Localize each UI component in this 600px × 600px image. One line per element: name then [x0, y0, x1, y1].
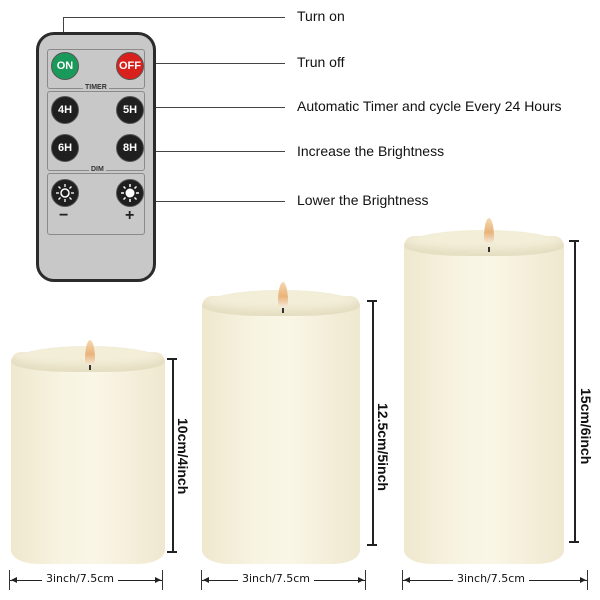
timer-5h-button[interactable]: 5H	[116, 96, 144, 124]
height-label-large: 15cm/6inch	[578, 388, 594, 465]
callout-lower-brightness: Lower the Brightness	[297, 192, 429, 208]
arrow-left-icon	[203, 577, 209, 583]
leader-timer	[140, 107, 285, 108]
off-button[interactable]: OFF	[116, 52, 144, 80]
width-tick-left	[402, 570, 403, 590]
brightness-high-icon	[121, 184, 139, 202]
height-cap-top	[367, 300, 377, 302]
flame-icon	[278, 282, 288, 308]
callout-turn-off: Trun off	[297, 54, 345, 70]
wick	[282, 308, 284, 313]
height-cap-top	[569, 240, 579, 242]
timer-4h-button[interactable]: 4H	[51, 96, 79, 124]
width-tick-right	[365, 570, 366, 590]
wick	[488, 247, 490, 252]
height-marker-small	[172, 358, 174, 552]
leader-off	[140, 63, 285, 64]
height-marker-large	[574, 240, 576, 542]
timer-6h-button[interactable]: 6H	[51, 134, 79, 162]
flame-icon	[484, 218, 494, 244]
callout-turn-on: Turn on	[297, 8, 345, 24]
candle-large	[404, 218, 564, 564]
minus-sign: −	[59, 207, 69, 224]
brightness-low-icon	[56, 184, 74, 202]
arrow-left-icon	[404, 577, 410, 583]
dim-label: DIM	[89, 166, 106, 173]
callout-increase-brightness: Increase the Brightness	[297, 143, 445, 159]
dim-panel	[47, 173, 145, 235]
width-tick-left	[9, 570, 10, 590]
arrow-right-icon	[580, 577, 586, 583]
timer-label: TIMER	[83, 84, 109, 91]
leader-increase	[140, 151, 285, 152]
width-tick-right	[162, 570, 163, 590]
arrow-right-icon	[358, 577, 364, 583]
plus-sign: +	[125, 207, 135, 224]
width-tick-right	[587, 570, 588, 590]
width-label-large: 3inch/7.5cm	[453, 572, 530, 585]
width-label-small: 3inch/7.5cm	[42, 572, 119, 585]
height-cap-top	[167, 358, 177, 360]
dim-minus-button[interactable]	[51, 179, 79, 207]
candle-medium	[202, 282, 360, 564]
dim-plus-button[interactable]	[116, 179, 144, 207]
wick	[89, 365, 91, 370]
height-cap-bottom	[569, 541, 579, 543]
remote-control: ON OFF TIMER 4H 5H 6H 8H DIM − +	[36, 32, 156, 282]
callout-timer: Automatic Timer and cycle Every 24 Hours	[297, 98, 562, 114]
leader-on	[63, 17, 285, 18]
leader-lower	[63, 201, 285, 202]
width-label-medium: 3inch/7.5cm	[238, 572, 315, 585]
flame-icon	[85, 340, 95, 366]
width-tick-left	[201, 570, 202, 590]
height-marker-medium	[372, 300, 374, 545]
height-label-medium: 12.5cm/5inch	[375, 403, 391, 491]
height-cap-bottom	[367, 544, 377, 546]
on-button[interactable]: ON	[51, 52, 79, 80]
candle-small	[11, 340, 165, 564]
height-label-small: 10cm/4inch	[175, 418, 191, 495]
arrow-left-icon	[11, 577, 17, 583]
timer-8h-button[interactable]: 8H	[116, 134, 144, 162]
height-cap-bottom	[167, 551, 177, 553]
arrow-right-icon	[155, 577, 161, 583]
